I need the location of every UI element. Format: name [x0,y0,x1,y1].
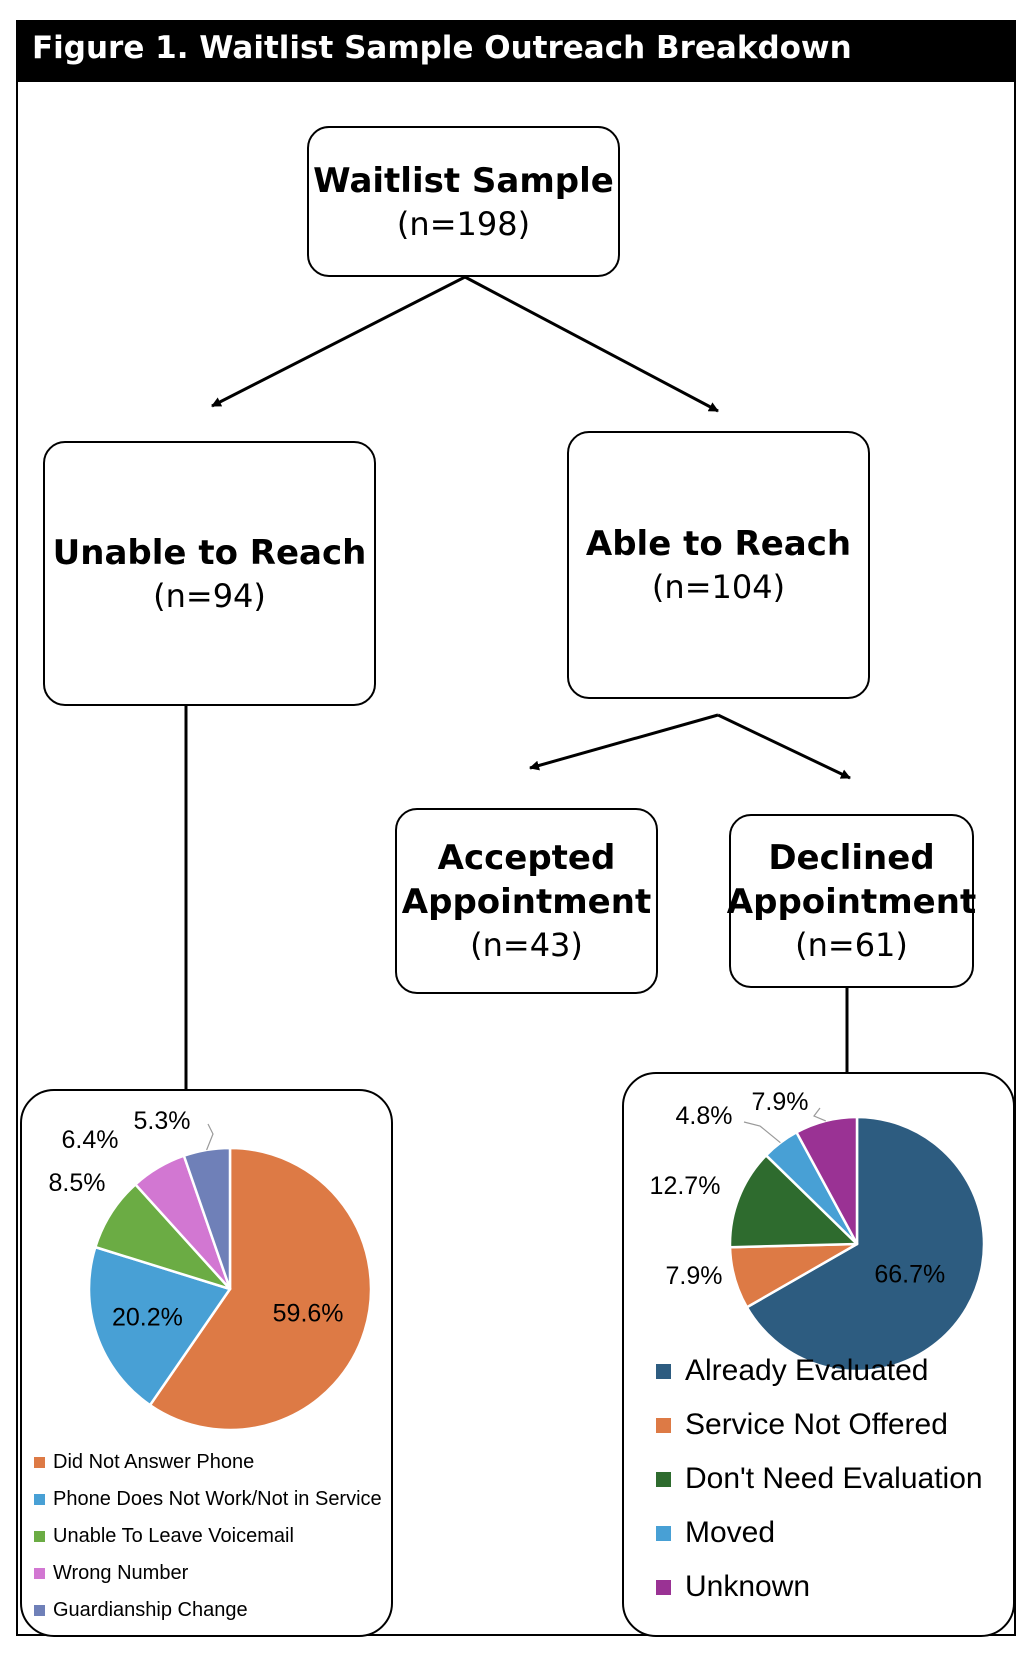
arrow-to-declined [717,713,851,780]
pie-chart-unable: 59.6% 20.2% 8.5% 6.4% 5.3% [49,1107,373,1432]
pie-slice-already-evaluated [745,1115,986,1373]
pie-label-phone-does-not-work-not-in-service: 20.2% [112,1304,183,1332]
pie-label-unknown: 7.9% [752,1088,809,1116]
figure-title-bar: Figure 1. Waitlist Sample Outreach Break… [16,20,1016,82]
arrow-to-able [464,275,719,413]
node-title-line: Appointment [401,882,652,922]
legend-label: Wrong Number [53,1562,189,1584]
legend-label: Phone Does Not Work/Not in Service [53,1488,382,1510]
pie-label-don-t-need-evaluation: 12.7% [650,1172,721,1200]
legend-item: Did Not Answer Phone [34,1444,382,1481]
pie-panel-declined: 66.7% 7.9% 12.7% 4.8% 7.9% Already Evaluated… [622,1072,1015,1637]
legend-item: Unable To Leave Voicemail [34,1518,382,1555]
legend-label: Did Not Answer Phone [53,1451,255,1473]
legend-swatch [34,1605,45,1616]
pie-panel-unable: 59.6% 20.2% 8.5% 6.4% 5.3% Did Not Answer Ph… [20,1089,393,1637]
legend-swatch [34,1568,45,1579]
legend-item: Unknown [656,1560,983,1614]
leader-line [743,1121,781,1144]
pie-slice-unknown [795,1115,859,1246]
node-count: (n=104) [651,568,786,606]
legend-label: Moved [685,1516,776,1549]
legend-label: Unable To Leave Voicemail [53,1525,294,1547]
pie-label-guardianship-change: 5.3% [134,1107,191,1135]
node-waitlist-sample: Waitlist Sample (n=198) [307,126,620,277]
pie-label-moved: 4.8% [676,1102,733,1130]
pie-slice-don-t-need-evaluation [728,1154,859,1249]
legend-swatch [34,1531,45,1542]
legend-label: Service Not Offered [685,1408,948,1441]
node-accepted-appointment: Accepted Appointment (n=43) [395,808,658,994]
pie-label-did-not-answer-phone: 59.6% [273,1299,344,1327]
pie-label-service-not-offered: 7.9% [666,1262,723,1290]
arrow-to-unable [211,275,466,408]
legend-declined: Already Evaluated Service Not Offered Do… [656,1344,983,1614]
legend-item: Don't Need Evaluation [656,1452,983,1506]
pie-label-unable-to-leave-voicemail: 8.5% [49,1169,106,1197]
legend-unable: Did Not Answer Phone Phone Does Not Work… [34,1444,382,1629]
node-able-to-reach: Able to Reach (n=104) [567,431,870,699]
legend-label: Already Evaluated [685,1354,929,1387]
node-title-line: Declined [768,838,935,878]
node-count: (n=94) [153,576,266,615]
pie-slice-phone-does-not-work-not-in-service [87,1245,232,1407]
legend-item: Guardianship Change [34,1592,382,1629]
legend-label: Guardianship Change [53,1599,248,1621]
legend-item: Wrong Number [34,1555,382,1592]
legend-item: Service Not Offered [656,1398,983,1452]
pie-slice-did-not-answer-phone [148,1146,373,1432]
figure-title: Figure 1. Waitlist Sample Outreach Break… [32,30,852,66]
node-title: Waitlist Sample [313,160,614,201]
arrow-to-accepted [529,713,719,771]
legend-swatch [34,1457,45,1468]
legend-item: Already Evaluated [656,1344,983,1398]
legend-swatch [656,1579,671,1595]
node-count: (n=43) [470,926,583,964]
node-unable-to-reach: Unable to Reach (n=94) [43,441,376,706]
node-count: (n=198) [396,204,531,243]
legend-swatch [656,1471,671,1487]
leader-line [206,1123,214,1151]
legend-item: Phone Does Not Work/Not in Service [34,1481,382,1518]
node-title-line: Accepted [437,838,616,878]
node-declined-appointment: Declined Appointment (n=61) [726,814,977,988]
pie-label-wrong-number: 6.4% [62,1126,119,1154]
node-title-line: Appointment [726,882,977,922]
legend-swatch [656,1525,671,1541]
legend-label: Unknown [685,1570,811,1603]
node-count: (n=61) [795,926,908,964]
pie-label-already-evaluated: 66.7% [874,1261,945,1289]
legend-label: Don't Need Evaluation [685,1462,983,1495]
node-title: Unable to Reach [52,532,367,573]
legend-swatch [656,1363,671,1379]
node-title: Able to Reach [585,524,852,564]
pie-chart-declined: 66.7% 7.9% 12.7% 4.8% 7.9% [650,1088,986,1373]
pie-slice-guardianship-change [182,1146,232,1291]
legend-item: Moved [656,1506,983,1560]
legend-swatch [34,1494,45,1505]
legend-swatch [656,1417,671,1433]
leader-line [813,1107,827,1122]
